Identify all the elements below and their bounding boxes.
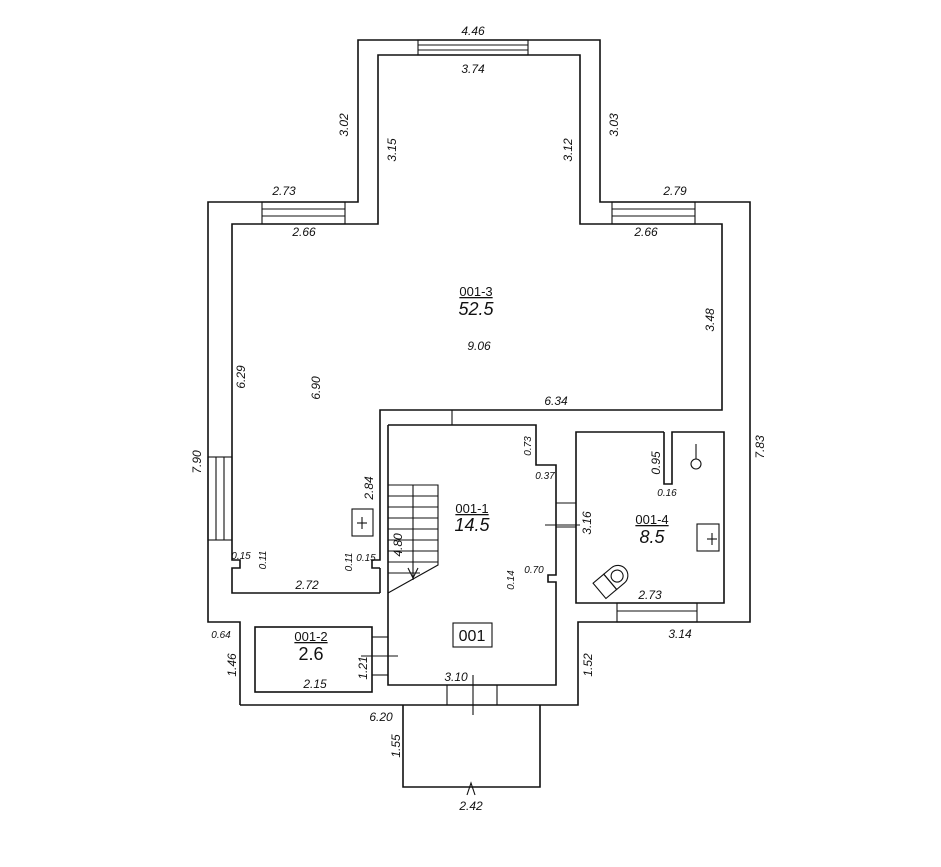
- room-area: 2.6: [298, 644, 323, 664]
- dimension-label: 4.46: [461, 24, 485, 38]
- dimension-label: 3.16: [580, 511, 594, 535]
- room-area: 14.5: [454, 515, 490, 535]
- room-id: 001-1: [455, 501, 488, 516]
- toilet-icon: [592, 564, 629, 600]
- dimension-label: 6.20: [369, 710, 393, 724]
- dimension-label: 1.21: [356, 656, 370, 679]
- fixtures: [351, 444, 720, 600]
- dimension-label: 3.48: [703, 308, 717, 332]
- dimension-label: 3.15: [385, 138, 399, 162]
- dimension-label: 0.37: [535, 471, 555, 482]
- plan-id: 001: [459, 628, 486, 645]
- dimension-label: 3.14: [668, 627, 692, 641]
- stove-icon: [696, 523, 720, 552]
- room-001-1-wall: [387, 424, 557, 686]
- dimension-label: 2.42: [458, 799, 483, 813]
- dimension-label: 2.15: [302, 677, 327, 691]
- room-area: 8.5: [639, 527, 665, 547]
- stove-icon: [351, 508, 374, 537]
- dimension-label: 6.29: [234, 365, 248, 389]
- room-001-4-wall: [575, 431, 725, 604]
- dimension-label: 7.90: [190, 450, 204, 474]
- dimension-label: 0.15: [231, 551, 251, 562]
- dimension-label: 1.52: [581, 653, 595, 677]
- porch: [402, 705, 541, 788]
- room-id: 001-2: [294, 629, 327, 644]
- sink-icon: [690, 458, 702, 470]
- dimension-label: 7.83: [753, 435, 767, 459]
- dimension-label: 0.64: [211, 630, 231, 641]
- doors: [361, 502, 580, 796]
- dimension-label: 3.12: [561, 138, 575, 162]
- dimension-label: 0.14: [506, 570, 517, 590]
- dimension-label: 0.70: [524, 565, 544, 576]
- dimension-label: 2.79: [662, 184, 687, 198]
- dimension-label: 3.02: [337, 113, 351, 137]
- dimension-label: 1.46: [225, 653, 239, 677]
- windows: [207, 39, 698, 623]
- dimension-label: 0.11: [258, 551, 269, 570]
- outer-wall: [207, 39, 751, 706]
- dimension-label: 2.66: [291, 225, 316, 239]
- staircase: [387, 484, 439, 594]
- dimension-label: 3.74: [461, 62, 485, 76]
- plan-id-box: [452, 622, 493, 648]
- dimension-label: 2.84: [362, 476, 376, 501]
- room-id: 001-4: [635, 512, 668, 527]
- dimension-label: 1.55: [389, 734, 403, 758]
- dimension-label: 6.34: [544, 394, 568, 408]
- room-id: 001-3: [459, 284, 492, 299]
- dimension-label: 0.15: [356, 553, 376, 564]
- dimension-label: 2.72: [294, 578, 319, 592]
- dimension-labels: 4.46 3.74 3.02 3.15 3.12 3.03 2.73 2.66 …: [190, 24, 767, 813]
- dimension-label: 3.10: [444, 670, 468, 684]
- dimension-label: 0.11: [344, 553, 355, 572]
- dimension-label: 0.73: [523, 436, 534, 456]
- dimension-label: 2.73: [637, 588, 662, 602]
- dimension-label: 9.06: [467, 339, 491, 353]
- dimension-label: 3.03: [607, 113, 621, 137]
- dimension-label: 2.66: [633, 225, 658, 239]
- dimension-label: 6.90: [309, 376, 323, 400]
- room-area: 52.5: [458, 299, 494, 319]
- dimension-label: 0.95: [649, 451, 663, 475]
- dimension-label: 4.80: [391, 533, 405, 557]
- dimension-label: 0.16: [657, 488, 677, 499]
- dimension-label: 2.73: [271, 184, 296, 198]
- room-001-2-wall: [254, 626, 373, 693]
